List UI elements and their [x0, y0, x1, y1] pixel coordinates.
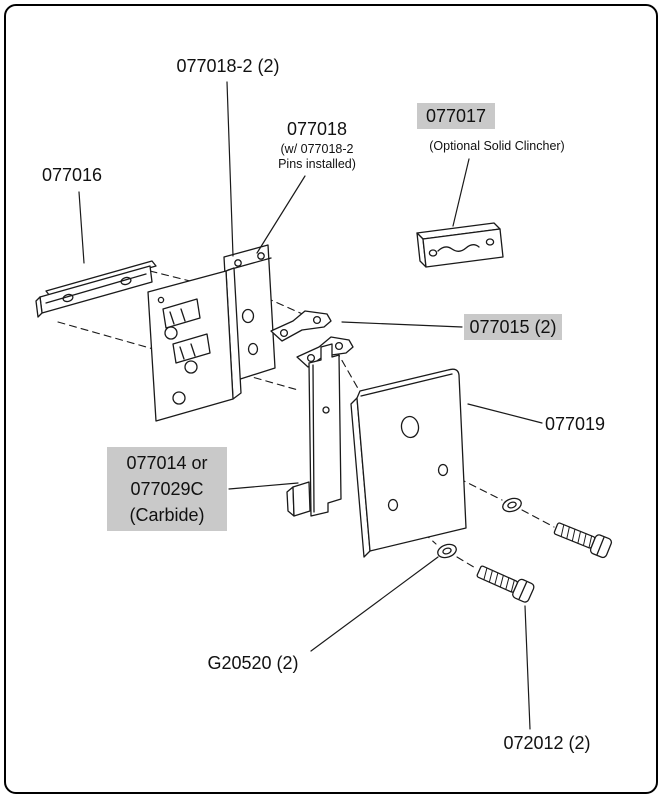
label-077017-optional-clincher: 077017 [417, 103, 495, 129]
label-077018-subline-1: (w/ 077018-2 [280, 142, 354, 156]
label-072012-screws: 072012 (2) [503, 733, 591, 753]
label-077016-bar: 077016 [42, 165, 103, 185]
label-077017-subline: (Optional Solid Clincher) [429, 139, 565, 153]
label-g20520-washers: G20520 (2) [207, 653, 299, 673]
label-077018-subline-2: Pins installed) [278, 157, 356, 171]
label-077015-clincher-points: 077015 (2) [464, 314, 562, 340]
label-077014-line-1: 077014 or [126, 453, 208, 473]
label-077018-plate: 077018 [286, 119, 348, 139]
label-077014-line-2: 077029C [130, 479, 204, 499]
leader-lines [78, 81, 543, 730]
part-077015-clincher-points [270, 310, 354, 368]
part-077016-bar [35, 260, 157, 318]
part-072012-screws [476, 522, 613, 603]
part-077019-face-plate [350, 368, 467, 558]
part-077014-blade [286, 343, 342, 517]
label-077014-line-3: (Carbide) [129, 505, 205, 525]
part-077017-solid-clincher [416, 222, 504, 268]
part-clincher-holder-block [147, 267, 242, 422]
part-g20520-washers [437, 497, 522, 559]
label-077018-2-pins: 077018-2 (2) [176, 56, 280, 76]
label-077014-blade: 077014 or 077029C (Carbide) [107, 447, 227, 531]
label-077019-face-plate: 077019 [545, 414, 606, 434]
